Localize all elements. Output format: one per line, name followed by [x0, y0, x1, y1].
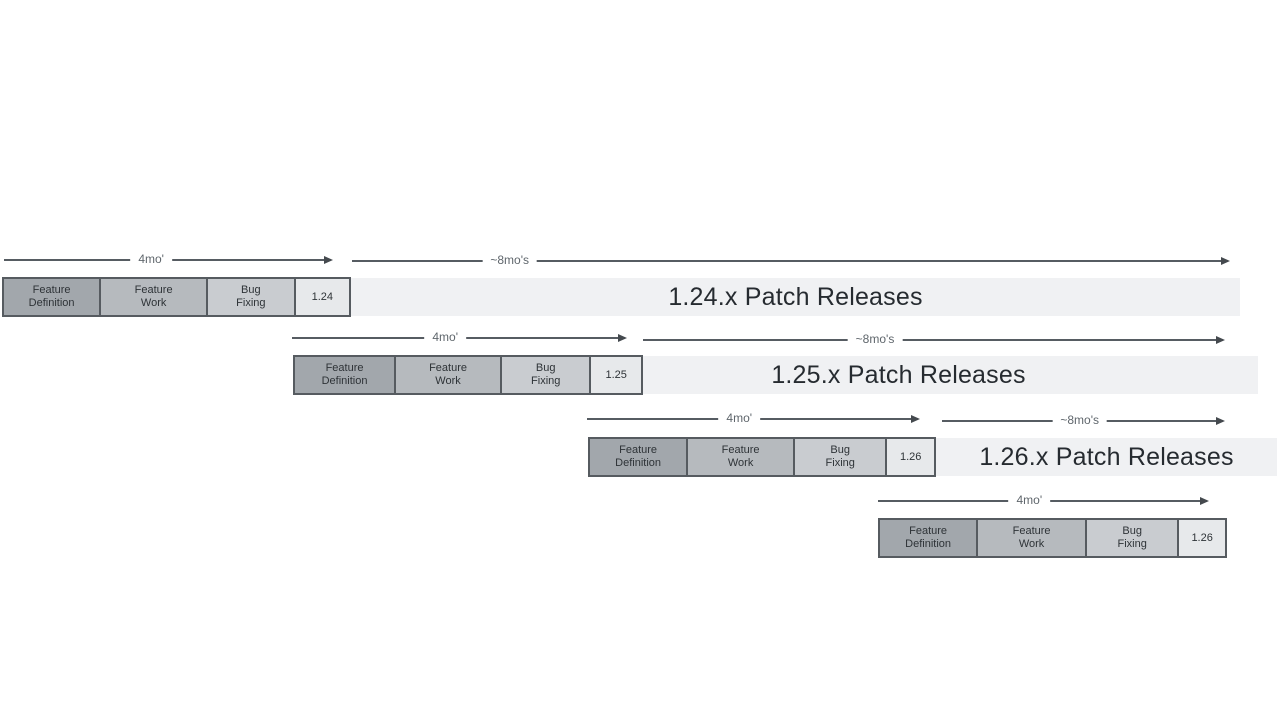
arrowhead-icon — [618, 334, 627, 342]
dev-duration-arrow: 4mo' — [587, 410, 920, 426]
release-version-box: 1.24 — [295, 279, 349, 315]
dev-duration-arrow: 4mo' — [4, 251, 333, 267]
duration-label: 4mo' — [130, 251, 172, 267]
release-dev-cycle-bar: Feature Definition Feature Work Bug Fixi… — [293, 355, 643, 395]
phase-feature-work: Feature Work — [978, 520, 1087, 556]
arrowhead-icon — [1200, 497, 1209, 505]
phase-bug-fixing: Bug Fixing — [1087, 520, 1180, 556]
duration-label: 4mo' — [424, 329, 466, 345]
phase-label: Feature Work — [1012, 525, 1051, 550]
arrow-line — [352, 260, 1228, 262]
duration-label: 4mo' — [718, 410, 761, 426]
phase-label: Bug Fixing — [1117, 525, 1147, 550]
duration-label: ~8mo's — [482, 252, 537, 268]
phase-bug-fixing: Bug Fixing — [795, 439, 888, 475]
patch-duration-arrow: ~8mo's — [643, 331, 1225, 347]
duration-label: 4mo' — [1008, 492, 1051, 508]
phase-label: Feature Definition — [615, 444, 661, 469]
arrowhead-icon — [911, 415, 920, 423]
phase-feature-definition: Feature Definition — [4, 279, 102, 315]
version-label: 1.24 — [311, 290, 333, 303]
phase-feature-definition: Feature Definition — [295, 357, 397, 393]
release-dev-cycle-bar: Feature Definition Feature Work Bug Fixi… — [2, 277, 351, 317]
patch-releases-label: 1.25.x Patch Releases — [771, 360, 1026, 389]
phase-feature-definition: Feature Definition — [880, 520, 979, 556]
phase-label: Feature Work — [721, 444, 760, 469]
phase-feature-definition: Feature Definition — [590, 439, 689, 475]
patch-releases-label: 1.24.x Patch Releases — [668, 282, 923, 311]
patch-releases-bar: 1.25.x Patch Releases — [643, 356, 1258, 394]
phase-bug-fixing: Bug Fixing — [502, 357, 592, 393]
version-label: 1.26 — [1191, 531, 1213, 544]
release-dev-cycle-bar: Feature Definition Feature Work Bug Fixi… — [588, 437, 936, 477]
phase-label: Feature Definition — [28, 284, 75, 309]
release-dev-cycle-bar: Feature Definition Feature Work Bug Fixi… — [878, 518, 1227, 558]
version-label: 1.26 — [899, 450, 922, 463]
patch-releases-bar: 1.24.x Patch Releases — [351, 278, 1240, 316]
arrowhead-icon — [1221, 257, 1230, 265]
phase-label: Bug Fixing — [531, 362, 561, 387]
duration-label: ~8mo's — [1052, 412, 1108, 428]
duration-label: ~8mo's — [847, 331, 903, 347]
phase-feature-work: Feature Work — [396, 357, 503, 393]
phase-label: Feature Definition — [905, 525, 951, 550]
version-label: 1.25 — [605, 368, 627, 381]
phase-label: Bug Fixing — [236, 284, 266, 309]
phase-label: Feature Work — [429, 362, 467, 387]
patch-releases-bar: 1.26.x Patch Releases — [936, 438, 1277, 476]
arrowhead-icon — [1216, 417, 1225, 425]
release-version-box: 1.26 — [1179, 520, 1225, 556]
phase-label: Feature Definition — [321, 362, 368, 387]
phase-label: Bug Fixing — [825, 444, 855, 469]
phase-feature-work: Feature Work — [101, 279, 209, 315]
arrow-line — [643, 339, 1223, 341]
phase-feature-work: Feature Work — [688, 439, 796, 475]
dev-duration-arrow: 4mo' — [292, 329, 627, 345]
patch-releases-label: 1.26.x Patch Releases — [979, 442, 1234, 471]
dev-duration-arrow: 4mo' — [878, 492, 1209, 508]
release-version-box: 1.26 — [887, 439, 934, 475]
release-version-box: 1.25 — [591, 357, 641, 393]
patch-duration-arrow: ~8mo's — [352, 252, 1230, 268]
patch-duration-arrow: ~8mo's — [942, 412, 1225, 428]
phase-label: Feature Work — [134, 284, 173, 309]
phase-bug-fixing: Bug Fixing — [208, 279, 296, 315]
arrowhead-icon — [1216, 336, 1225, 344]
arrowhead-icon — [324, 256, 333, 264]
